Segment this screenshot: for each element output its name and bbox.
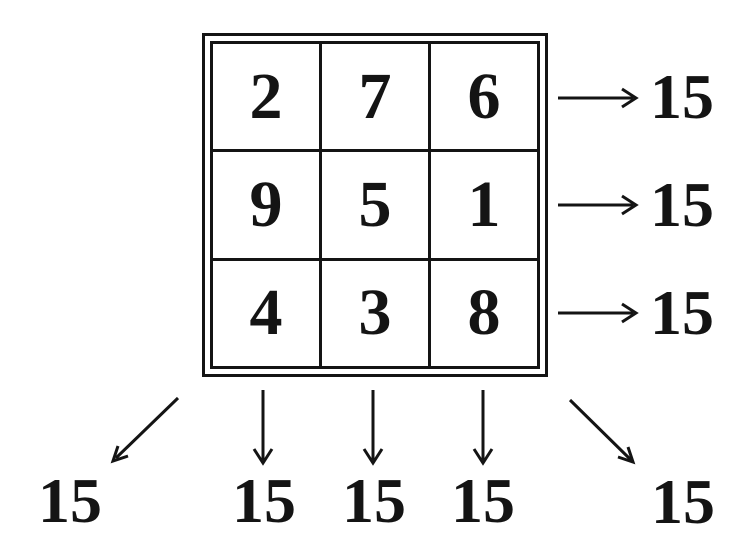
diagonal-sum-arrow-right-icon bbox=[568, 398, 636, 465]
magic-square-grid: 2 7 6 9 5 1 4 3 8 bbox=[210, 41, 540, 369]
column-sum-arrow-3-icon bbox=[472, 390, 494, 466]
column-sum-label-2: 15 bbox=[342, 465, 406, 536]
row-sum-label-1: 15 bbox=[650, 61, 714, 132]
magic-square-border: 2 7 6 9 5 1 4 3 8 bbox=[202, 33, 548, 377]
grid-cell-r1c2: 7 bbox=[322, 44, 428, 150]
diagonal-sum-arrow-left-icon bbox=[110, 396, 180, 464]
grid-cell-r1c1: 2 bbox=[213, 44, 319, 150]
row-sum-label-2: 15 bbox=[650, 169, 714, 240]
grid-cell-r2c1: 9 bbox=[213, 152, 319, 258]
column-sum-arrow-2-icon bbox=[362, 390, 384, 466]
row-sum-arrow-3-icon bbox=[558, 302, 639, 324]
grid-cell-r3c3: 8 bbox=[431, 260, 537, 366]
row-sum-label-3: 15 bbox=[650, 277, 714, 348]
grid-cell-r3c2: 3 bbox=[322, 260, 428, 366]
column-sum-arrow-1-icon bbox=[252, 390, 274, 466]
grid-cell-r3c1: 4 bbox=[213, 260, 319, 366]
grid-cell-r2c2: 5 bbox=[322, 152, 428, 258]
column-sum-label-1: 15 bbox=[232, 465, 296, 536]
grid-cell-r1c3: 6 bbox=[431, 44, 537, 150]
row-sum-arrow-2-icon bbox=[558, 194, 639, 216]
diagonal-sum-label-right: 15 bbox=[651, 466, 715, 537]
row-sum-arrow-1-icon bbox=[558, 87, 639, 109]
diagonal-sum-label-left: 15 bbox=[38, 465, 102, 536]
column-sum-label-3: 15 bbox=[451, 465, 515, 536]
grid-cell-r2c3: 1 bbox=[431, 152, 537, 258]
